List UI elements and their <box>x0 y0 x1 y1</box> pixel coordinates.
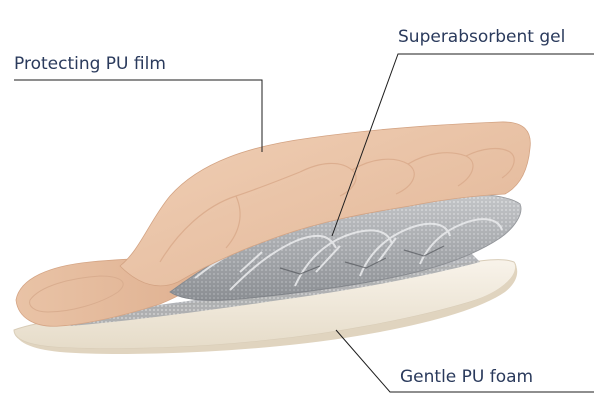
gel-backing-sliver <box>60 252 480 326</box>
pu-film-peeled <box>119 121 531 287</box>
label-protecting-pu-film: Protecting PU film <box>14 54 166 74</box>
leader-line-gel <box>331 53 594 237</box>
label-gentle-pu-foam: Gentle PU foam <box>400 367 534 387</box>
label-superabsorbent-gel: Superabsorbent gel <box>398 27 566 47</box>
leader-line-foam <box>335 329 594 393</box>
superabsorbent-gel-layer <box>169 193 522 301</box>
leader-line-film <box>14 79 263 152</box>
